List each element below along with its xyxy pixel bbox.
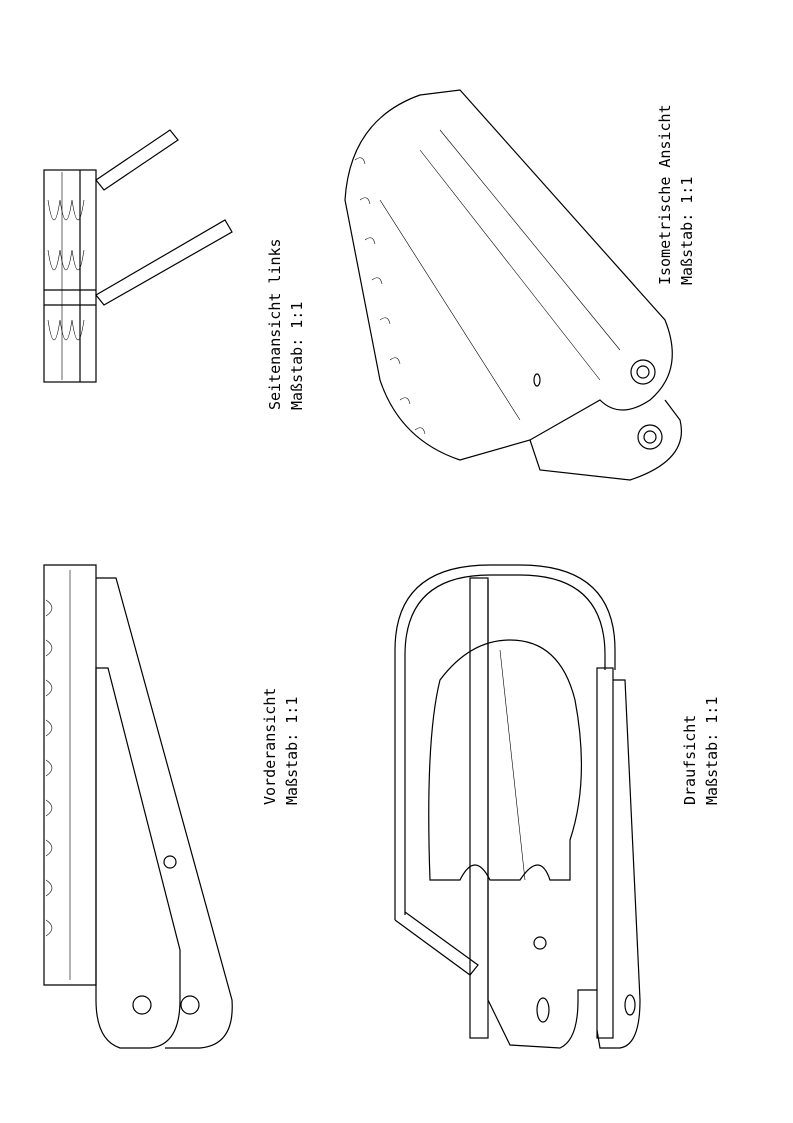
isometric-view-drawing <box>344 89 682 481</box>
top-view-title: Draufsicht <box>681 715 699 805</box>
front-view-title: Vorderansicht <box>261 688 279 805</box>
top-view-drawing <box>394 564 641 1049</box>
front-view-drawing <box>43 564 233 1049</box>
top-view-scale: Maßstab: 1:1 <box>703 697 721 805</box>
isometric-view-scale: Maßstab: 1:1 <box>678 177 696 285</box>
isometric-view-title: Isometrische Ansicht <box>656 104 674 285</box>
side-view-title: Seitenansicht links <box>266 238 284 410</box>
side-view-scale: Maßstab: 1:1 <box>288 302 306 410</box>
front-view-scale: Maßstab: 1:1 <box>283 697 301 805</box>
side-view-drawing <box>43 129 233 383</box>
